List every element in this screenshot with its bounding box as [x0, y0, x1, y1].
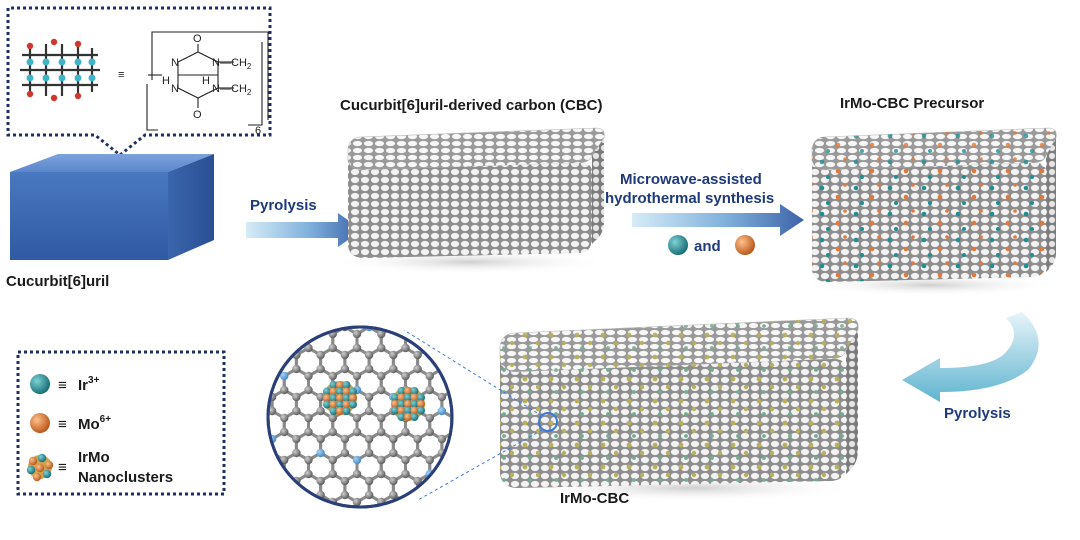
legend-ir-sphere [30, 374, 50, 394]
nitrogen-1: N [171, 57, 179, 69]
nanocluster-1 [323, 381, 357, 415]
step1-label: Pyrolysis [250, 197, 317, 214]
legend-cluster-line1: IrMo [78, 449, 110, 466]
legend-mo-label: Mo6+ [78, 414, 111, 433]
atomic-zoom-view [266, 325, 454, 509]
nitrogen-4: N [212, 83, 220, 95]
arrow-microwave [632, 204, 804, 236]
hydrogen-2: H [202, 75, 210, 87]
nanocluster-2 [391, 387, 425, 421]
final-label: IrMo-CBC [560, 490, 629, 507]
equiv-symbol: ≡ [118, 69, 124, 81]
nitrogen-2: N [212, 57, 220, 69]
cbc-block [330, 127, 610, 274]
cucurbituril-3d-model [16, 38, 104, 102]
zoom-marker [538, 412, 558, 432]
structure-panel: ≡ O O N N N N —CH2 —CH2 H H 6 [6, 6, 272, 157]
legend-ir-label: Ir3+ [78, 375, 100, 394]
ch2-bottom: —CH2 [220, 83, 252, 97]
step3-label: Pyrolysis [944, 405, 1011, 422]
nitrogen-3: N [171, 83, 179, 95]
monomer-label: Cucurbit[6]uril [6, 273, 109, 290]
legend-border [16, 350, 226, 496]
legend-cluster-line2: Nanoclusters [78, 469, 173, 486]
legend: ≡ Ir3+ ≡ Mo6+ ≡ IrMo Nanoclusters [16, 350, 226, 496]
step2-and: and [694, 238, 721, 255]
cucurbituril-structure-formula [146, 31, 269, 131]
legend-mo-equiv: ≡ [58, 416, 67, 433]
ir-ion-sphere [668, 235, 688, 255]
ch2-top: —CH2 [220, 57, 252, 71]
arrow-pyrolysis-1 [246, 213, 362, 247]
legend-cluster-icon [26, 453, 54, 482]
arrow-pyrolysis-2 [902, 312, 1039, 402]
legend-ir-equiv: ≡ [58, 377, 67, 394]
legend-cluster-equiv: ≡ [58, 459, 67, 476]
irmo-cbc-block [403, 317, 860, 502]
step2-label-line1: Microwave-assisted [620, 171, 762, 188]
mo-ion-sphere [735, 235, 755, 255]
hydrogen-1: H [162, 75, 170, 87]
repeat-subscript: 6 [255, 125, 261, 137]
cbc-label: Cucurbit[6]uril-derived carbon (CBC) [340, 97, 603, 114]
precursor-label: IrMo-CBC Precursor [840, 95, 984, 112]
precursor-block [800, 127, 1060, 296]
cucurbituril-block [10, 154, 214, 260]
legend-mo-sphere [30, 413, 50, 433]
oxygen-top: O [193, 33, 202, 45]
oxygen-bottom: O [193, 109, 202, 121]
step2-label-line2: hydrothermal synthesis [605, 190, 774, 207]
